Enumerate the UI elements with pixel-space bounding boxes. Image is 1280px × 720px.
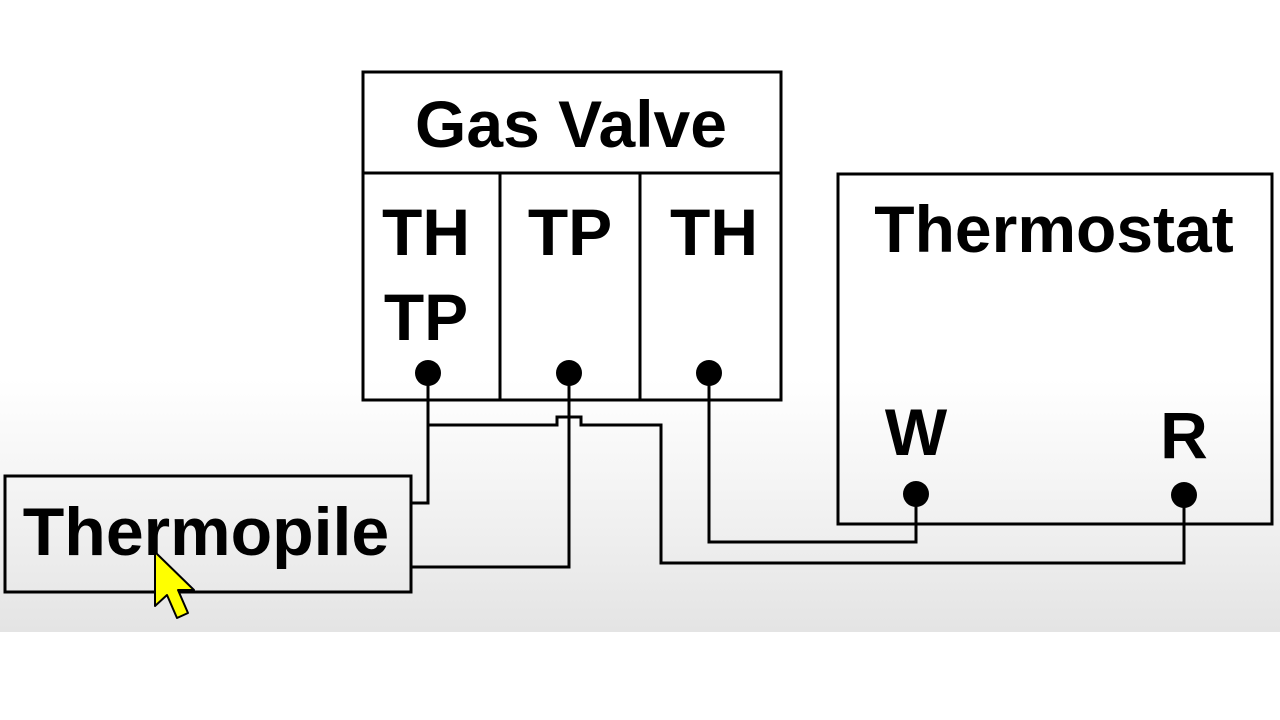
wires <box>411 373 1186 569</box>
thermostat-outline <box>836 172 1274 526</box>
thermostat-title: Thermostat <box>874 192 1233 266</box>
wire-th-tp-to-thermostat-r <box>428 415 1186 565</box>
thermopile-box: Thermopile <box>3 474 413 594</box>
arrow-cursor-icon <box>154 551 195 619</box>
gas-valve-terminal-2-label: TP <box>528 195 612 269</box>
thermostat-terminal-r-label: R <box>1160 398 1208 472</box>
thermopile-outline <box>3 474 413 594</box>
thermostat-terminal-w-label: W <box>885 395 948 469</box>
gas-valve-terminal-3-label: TH <box>670 195 758 269</box>
thermopile-label: Thermopile <box>23 494 390 570</box>
wire-th-to-thermostat-w <box>707 373 918 544</box>
wire-thermopile-to-tp <box>411 373 571 569</box>
gas-valve-outline <box>361 70 783 402</box>
gas-valve-terminal-1-label-2: TP <box>384 280 468 354</box>
gas-valve-terminal-1-label-1: TH <box>382 195 470 269</box>
gas-valve-box: Gas Valve TH TP TP TH <box>361 70 783 402</box>
gas-valve-title: Gas Valve <box>415 87 727 161</box>
thermostat-box: Thermostat W R <box>836 172 1274 526</box>
wire-thermopile-to-th-tp <box>411 373 430 505</box>
